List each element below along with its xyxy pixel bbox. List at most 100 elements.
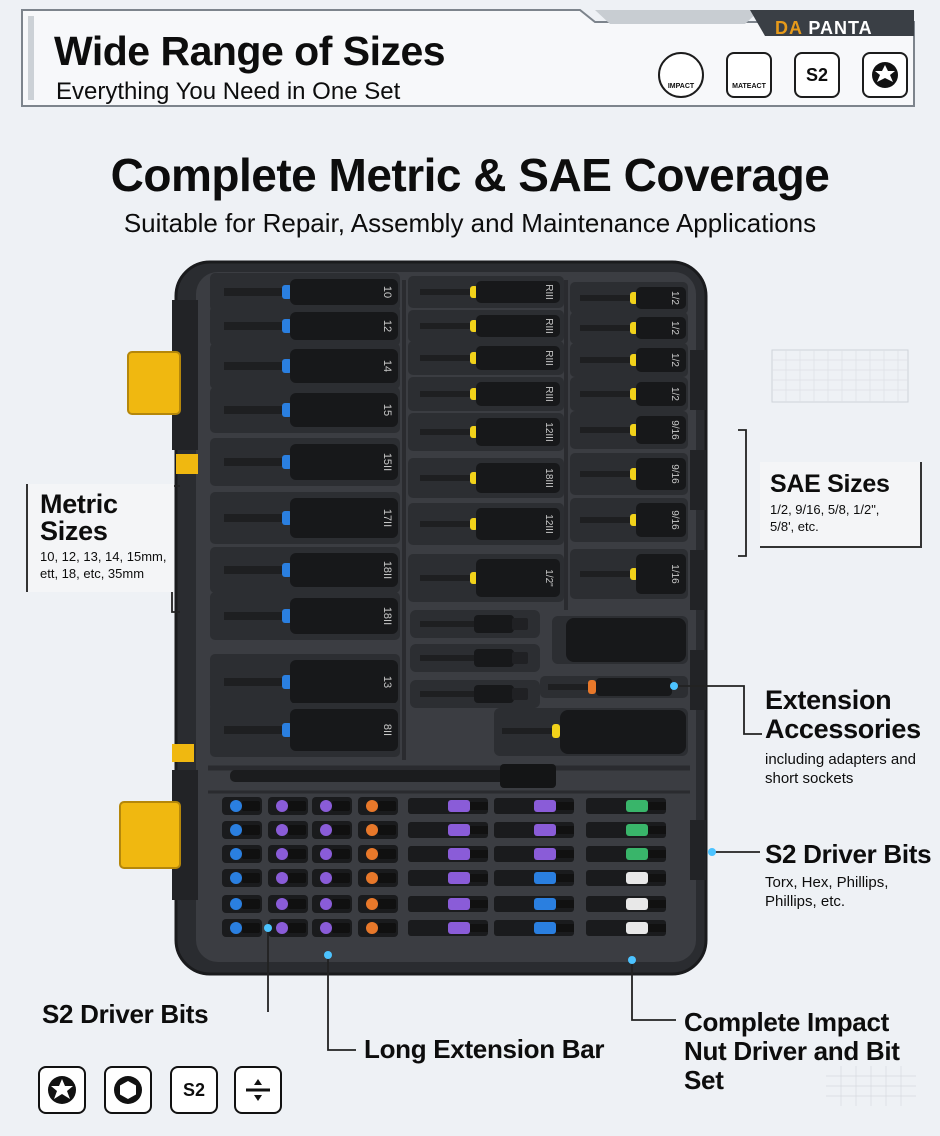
sae-socket-mid: RIII bbox=[408, 310, 564, 342]
driver-bit bbox=[222, 845, 262, 863]
driver-bit bbox=[222, 797, 262, 815]
header-banner: Wide Range of Sizes Everything You Need … bbox=[20, 8, 916, 108]
metric-socket: 13 bbox=[210, 654, 400, 710]
s2-bits-callout-right: S2 Driver Bits Torx, Hex, Phillips,Phill… bbox=[765, 840, 932, 911]
driver-bit bbox=[312, 821, 352, 839]
sae-socket-right-label: 9/16 bbox=[669, 464, 680, 484]
torx-icon bbox=[38, 1066, 86, 1114]
metric-socket-label: 12 bbox=[381, 320, 393, 332]
driver-bit bbox=[312, 845, 352, 863]
sae-socket-right-label: 9/16 bbox=[669, 420, 680, 440]
driver-bit bbox=[222, 895, 262, 913]
extension-title-2: Accessories bbox=[765, 714, 921, 744]
sae-socket-mid: 1/2" bbox=[408, 554, 564, 602]
sae-socket-right: 1/2 bbox=[570, 282, 688, 314]
decorative-grid bbox=[771, 349, 909, 403]
sae-socket-right: 1/2 bbox=[570, 312, 688, 344]
sae-socket-right: 9/16 bbox=[570, 453, 688, 495]
long-extension-bar bbox=[230, 764, 556, 788]
shank-icon bbox=[234, 1066, 282, 1114]
material-icon: MATEACT bbox=[726, 52, 772, 98]
extension-adapter-orange bbox=[540, 676, 688, 698]
s2-left-title: S2 Driver Bits bbox=[42, 999, 209, 1029]
metric-socket-label: 15II bbox=[381, 453, 393, 471]
sae-socket-right-label: 9/16 bbox=[669, 510, 680, 530]
metric-socket-label: 14 bbox=[381, 360, 393, 372]
sae-socket-mid: RIII bbox=[408, 341, 564, 375]
short-socket-yellow bbox=[494, 708, 688, 756]
driver-bit-tray bbox=[222, 797, 666, 937]
sae-socket-rack-right: 1/21/21/21/29/169/169/161/16 bbox=[570, 282, 688, 599]
driver-bit bbox=[494, 846, 574, 862]
page-title: Complete Metric & SAE Coverage bbox=[110, 149, 830, 201]
driver-bit bbox=[312, 797, 352, 815]
impact-icon: IMPACT bbox=[658, 52, 704, 98]
driver-bit bbox=[494, 920, 574, 936]
driver-bit bbox=[358, 797, 398, 815]
driver-bit bbox=[312, 895, 352, 913]
driver-bit bbox=[268, 845, 308, 863]
driver-bit bbox=[586, 798, 666, 814]
driver-bit bbox=[222, 821, 262, 839]
sae-socket-right: 9/16 bbox=[570, 498, 688, 542]
driver-bit bbox=[494, 822, 574, 838]
extension-title: Extension bbox=[765, 685, 892, 715]
driver-bit bbox=[358, 845, 398, 863]
socket-adapter bbox=[410, 680, 540, 708]
driver-bit bbox=[358, 869, 398, 887]
driver-bit bbox=[494, 870, 574, 886]
sae-socket-right-label: 1/2 bbox=[669, 291, 680, 305]
sae-socket-mid-label: 12III bbox=[543, 422, 554, 441]
sae-socket-right: 1/16 bbox=[570, 549, 688, 599]
sae-title: SAE Sizes bbox=[770, 470, 890, 498]
s2-right-desc: Torx, Hex, Phillips,Phillips, etc. bbox=[765, 874, 889, 910]
driver-bit bbox=[268, 821, 308, 839]
case-latch-top bbox=[127, 351, 198, 474]
sae-socket-mid-label: 18III bbox=[543, 468, 554, 487]
sae-socket-right-label: 1/2 bbox=[669, 387, 680, 401]
metric-socket: 15II bbox=[210, 438, 400, 486]
driver-bit bbox=[268, 869, 308, 887]
sae-desc: 1/2, 9/16, 5/8, 1/2",5/8', etc. bbox=[770, 502, 880, 534]
driver-bit bbox=[586, 870, 666, 886]
extension-accessories bbox=[410, 610, 688, 756]
metric-desc: 10, 12, 13, 14, 15mm,ett, 18, etc, 35mm bbox=[40, 549, 167, 581]
header-title: Wide Range of Sizes bbox=[54, 28, 446, 74]
metric-socket-label: 13 bbox=[381, 676, 393, 688]
kit-callout: Complete Impact Nut Driver and Bit Set bbox=[684, 1008, 940, 1095]
metric-socket: 17II bbox=[210, 492, 400, 544]
sae-socket-mid: 12III bbox=[408, 413, 564, 451]
socket-adapter bbox=[410, 610, 540, 638]
driver-bit bbox=[586, 822, 666, 838]
metric-sizes-callout: Metric Sizes 10, 12, 13, 14, 15mm,ett, 1… bbox=[26, 484, 174, 592]
metric-socket: 15 bbox=[210, 387, 400, 433]
case-latch-bottom bbox=[119, 744, 194, 869]
metric-socket: 8II bbox=[210, 703, 400, 757]
s2-bits-callout-left: S2 Driver Bits bbox=[42, 999, 209, 1029]
driver-bit bbox=[408, 822, 488, 838]
sae-socket-mid-label: RIII bbox=[543, 318, 554, 334]
extension-bar-title: Long Extension Bar bbox=[364, 1034, 605, 1064]
driver-bit bbox=[312, 919, 352, 937]
torx-icon bbox=[862, 52, 908, 98]
brand-logo: DA PANTA bbox=[775, 18, 873, 38]
metric-socket-label: 17II bbox=[381, 509, 393, 527]
socket-adapter bbox=[410, 644, 540, 672]
metric-socket-label: 18II bbox=[381, 607, 393, 625]
driver-bit bbox=[358, 895, 398, 913]
sae-socket-right: 1/2 bbox=[570, 377, 688, 411]
sae-socket-mid-label: RIII bbox=[543, 284, 554, 300]
page-subtitle: Suitable for Repair, Assembly and Mainte… bbox=[123, 208, 817, 238]
metric-socket-label: 18II bbox=[381, 561, 393, 579]
driver-bit bbox=[586, 920, 666, 936]
driver-bit bbox=[358, 821, 398, 839]
driver-bit bbox=[408, 896, 488, 912]
metric-socket: 18II bbox=[210, 592, 400, 640]
driver-bit bbox=[586, 846, 666, 862]
driver-bit bbox=[222, 869, 262, 887]
kit-title-2: Nut Driver and Bit Set bbox=[684, 1036, 900, 1095]
sae-socket-right: 9/16 bbox=[570, 411, 688, 449]
